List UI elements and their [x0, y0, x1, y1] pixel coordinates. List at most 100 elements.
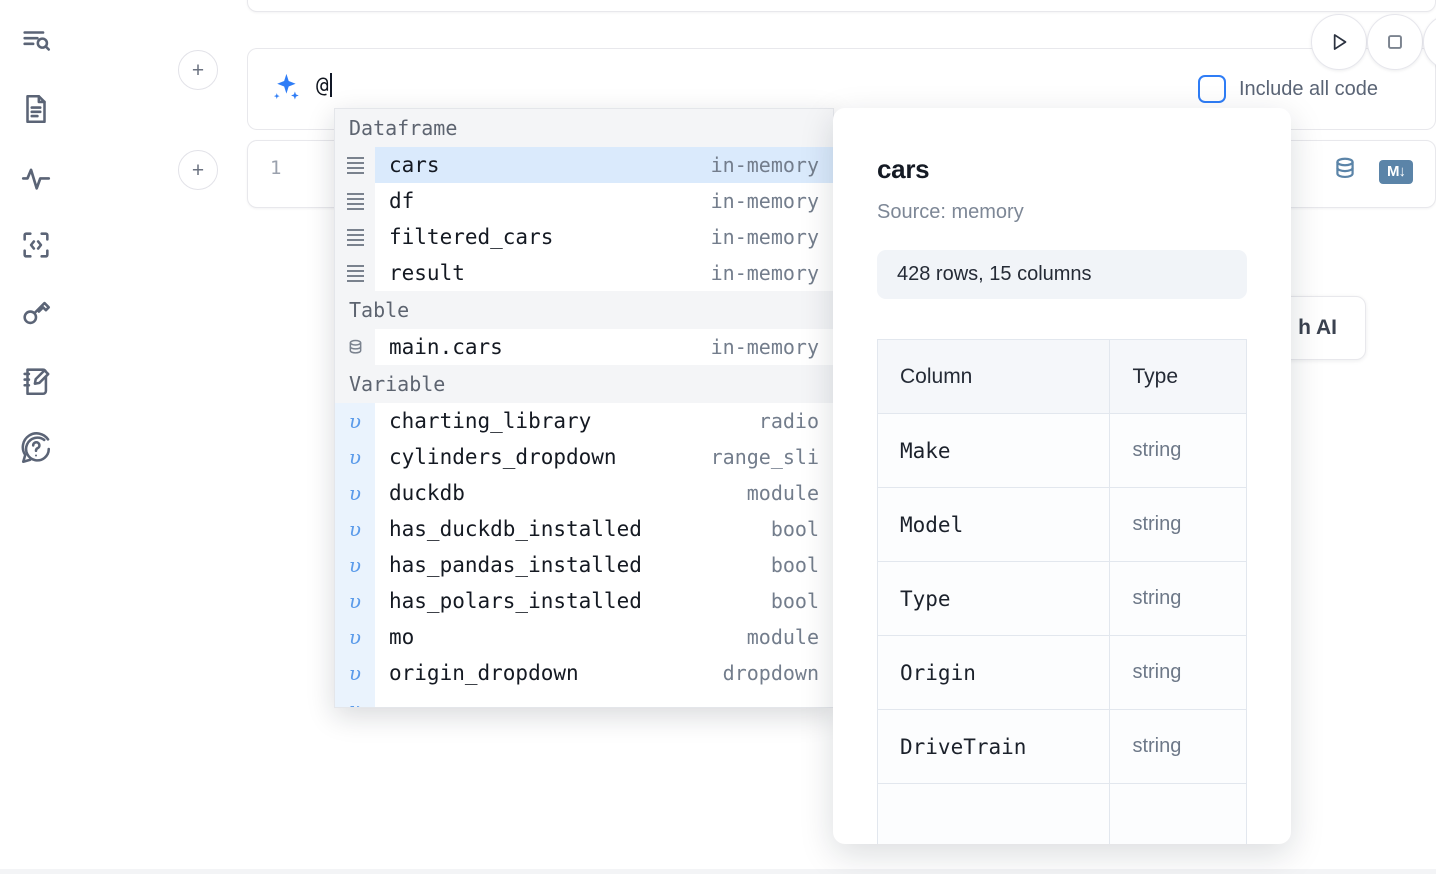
autocomplete-item-type: bool: [770, 553, 819, 577]
autocomplete-item-cylinders-dropdown[interactable]: υ cylinders_dropdown range_sli: [335, 439, 833, 475]
column-name: Origin: [876, 635, 1111, 710]
table-row: Type string: [876, 561, 1247, 636]
cell-above: [247, 0, 1436, 12]
run-button[interactable]: [1311, 14, 1367, 70]
dataframe-rows-icon: [335, 219, 375, 255]
activity-pulse-icon[interactable]: [13, 154, 59, 200]
autocomplete-item-name: has_pandas_installed: [389, 553, 642, 577]
table-row: Model string: [876, 487, 1247, 562]
variable-icon: υ: [335, 511, 375, 547]
help-chat-icon[interactable]: [13, 426, 59, 472]
table-row: Origin string: [876, 635, 1247, 710]
key-icon[interactable]: [13, 290, 59, 336]
bottom-strip: [0, 869, 1436, 874]
variable-icon: υ: [335, 583, 375, 619]
autocomplete-group-header: Dataframe: [335, 109, 833, 147]
autocomplete-item-type: in-memory: [710, 261, 819, 285]
type-header: Type: [1109, 339, 1247, 414]
stop-button[interactable]: [1367, 14, 1423, 70]
autocomplete-item-result[interactable]: result in-memory: [335, 255, 833, 291]
autocomplete-item-name: filtered_cars: [389, 225, 554, 249]
column-type: string: [1109, 487, 1247, 562]
table-row: Make string: [876, 413, 1247, 488]
variable-icon: υ: [335, 547, 375, 583]
ai-prompt-input[interactable]: @: [316, 73, 332, 97]
autocomplete-item-name: duckdb: [389, 481, 465, 505]
autocomplete-dropdown[interactable]: Dataframe cars in-memory df in-memory fi…: [334, 108, 834, 708]
autocomplete-item-name: charting_library: [389, 409, 592, 433]
autocomplete-item-type: in-memory: [710, 335, 819, 359]
autocomplete-item-mo[interactable]: υ mo module: [335, 619, 833, 655]
autocomplete-item-name: main.cars: [389, 335, 503, 359]
autocomplete-item-type: module: [746, 625, 819, 649]
autocomplete-item-type: in-memory: [710, 225, 819, 249]
autocomplete-item-clipped[interactable]: υ: [335, 691, 833, 707]
autocomplete-item-type: radio: [758, 409, 819, 433]
variable-icon: υ: [335, 619, 375, 655]
autocomplete-item-name: mo: [389, 625, 415, 649]
column-header: Column: [876, 339, 1111, 414]
autocomplete-item-charting-library[interactable]: υ charting_library radio: [335, 403, 833, 439]
autocomplete-item-duckdb[interactable]: υ duckdb module: [335, 475, 833, 511]
column-name: Make: [876, 413, 1111, 488]
column-type: string: [1109, 561, 1247, 636]
autocomplete-item-type: bool: [770, 517, 819, 541]
column-name: DriveTrain: [876, 709, 1111, 784]
preview-source: Source: memory: [877, 201, 1024, 223]
autocomplete-item-name: cylinders_dropdown: [389, 445, 617, 469]
dataframe-preview-panel: cars Source: memory 428 rows, 15 columns…: [833, 108, 1291, 844]
autocomplete-item-name: cars: [389, 153, 440, 177]
autocomplete-item-type: in-memory: [710, 189, 819, 213]
sidebar-rail: [0, 0, 72, 874]
database-icon: [335, 329, 375, 365]
autocomplete-item-origin-dropdown[interactable]: υ origin_dropdown dropdown: [335, 655, 833, 691]
autocomplete-item-filtered-cars[interactable]: filtered_cars in-memory: [335, 219, 833, 255]
autocomplete-item-name: has_duckdb_installed: [389, 517, 642, 541]
explore-outline-icon[interactable]: [13, 18, 59, 64]
column-type: string: [1109, 413, 1247, 488]
add-cell-button-bottom[interactable]: +: [178, 150, 218, 190]
autocomplete-item-has-pandas-installed[interactable]: υ has_pandas_installed bool: [335, 547, 833, 583]
column-name: Type: [876, 561, 1111, 636]
autocomplete-item-name: df: [389, 189, 415, 213]
autocomplete-item-type: in-memory: [710, 153, 819, 177]
markdown-icon[interactable]: M↓: [1379, 159, 1413, 184]
autocomplete-group-header: Variable: [335, 365, 833, 403]
dataframe-rows-icon: [335, 255, 375, 291]
preview-schema-table: Column Type Make string Model string Typ…: [876, 339, 1247, 844]
code-snippet-icon[interactable]: [13, 222, 59, 268]
autocomplete-item-cars[interactable]: cars in-memory: [335, 147, 833, 183]
database-icon[interactable]: [1331, 155, 1359, 188]
autocomplete-item-type: range_sli: [710, 445, 819, 469]
autocomplete-item-name: has_polars_installed: [389, 589, 642, 613]
sparkle-icon: [268, 71, 302, 105]
autocomplete-item-df[interactable]: df in-memory: [335, 183, 833, 219]
variable-icon: υ: [335, 655, 375, 691]
add-cell-button-top[interactable]: +: [178, 50, 218, 90]
autocomplete-item-type: dropdown: [722, 661, 819, 685]
variable-icon: υ: [335, 691, 375, 707]
text-caret: [329, 73, 332, 97]
table-row: DriveTrain string: [876, 709, 1247, 784]
preview-shape-badge: 428 rows, 15 columns: [877, 250, 1247, 299]
cell-action-icons: M↓: [1331, 155, 1413, 188]
autocomplete-item-main-cars[interactable]: main.cars in-memory: [335, 329, 833, 365]
file-document-icon[interactable]: [13, 86, 59, 132]
dataframe-rows-icon: [335, 183, 375, 219]
variable-icon: υ: [335, 475, 375, 511]
autocomplete-item-type: module: [746, 481, 819, 505]
column-name: [876, 783, 1111, 844]
ai-prompt-value: @: [316, 73, 329, 97]
table-row: [876, 783, 1247, 844]
autocomplete-item-has-duckdb-installed[interactable]: υ has_duckdb_installed bool: [335, 511, 833, 547]
autocomplete-item-has-polars-installed[interactable]: υ has_polars_installed bool: [335, 583, 833, 619]
table-header-row: Column Type: [876, 339, 1247, 414]
column-type: [1109, 783, 1247, 844]
dataframe-rows-icon: [335, 147, 375, 183]
column-name: Model: [876, 487, 1111, 562]
include-all-code-checkbox[interactable]: [1198, 75, 1226, 103]
scratchpad-edit-icon[interactable]: [13, 358, 59, 404]
variable-icon: υ: [335, 439, 375, 475]
autocomplete-group-header: Table: [335, 291, 833, 329]
